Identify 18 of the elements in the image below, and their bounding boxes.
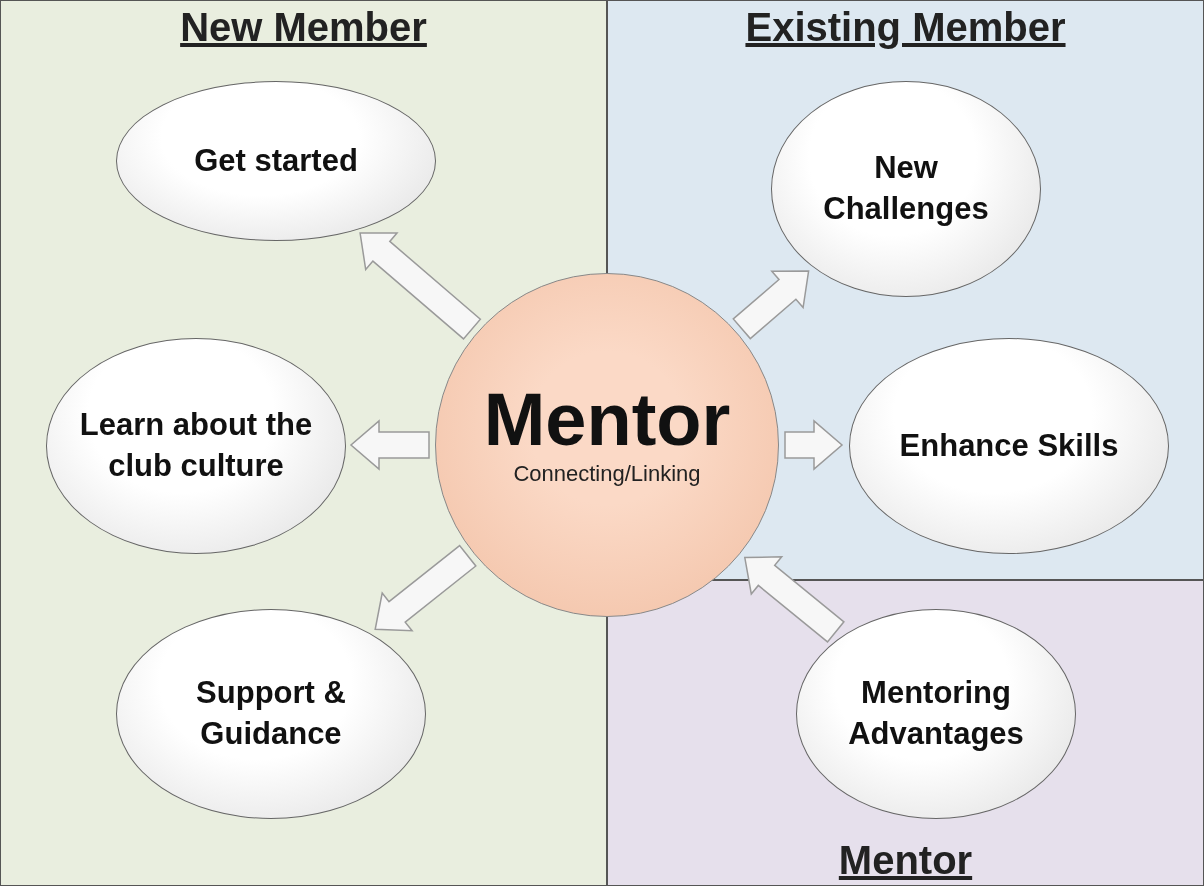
block-arrow (374, 544, 477, 632)
block-arrow (743, 556, 845, 643)
topic-text: Learn about the club culture (78, 406, 314, 485)
section-panel (607, 580, 1204, 886)
section-heading: Existing Member (745, 5, 1066, 50)
block-arrow (349, 419, 430, 471)
topic-text: Enhance Skills (898, 426, 1120, 465)
block-arrow (784, 419, 844, 471)
block-arrow (359, 232, 482, 340)
block-arrow (732, 270, 810, 340)
topic-text: New Challenges (822, 149, 990, 228)
section-heading: Mentor (838, 838, 973, 883)
topic-text: Get started (193, 141, 359, 180)
section-heading: New Member (180, 5, 427, 50)
circle-title: Mentor (483, 383, 731, 457)
topic-text: Mentoring Advantages (847, 674, 1025, 753)
circle-subtitle: Connecting/Linking (513, 461, 701, 487)
topic-text: Support & Guidance (195, 674, 347, 753)
